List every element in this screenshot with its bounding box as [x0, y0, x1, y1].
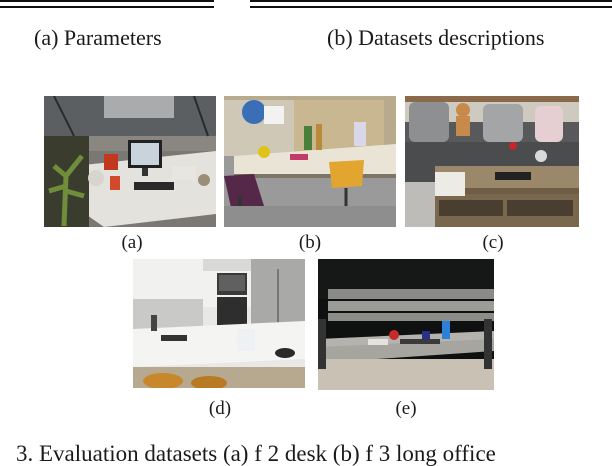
panel-d-label: (d)	[208, 398, 232, 419]
table-b-caption: (b) Datasets descriptions	[327, 25, 545, 50]
panel-d-photo	[133, 259, 305, 388]
table-b-bottom-rule-2	[250, 6, 612, 8]
panel-b-label: (b)	[298, 232, 322, 253]
panel-c-label: (c)	[482, 232, 504, 253]
panel-a-label: (a)	[121, 232, 143, 253]
panel-e-label: (e)	[395, 398, 417, 419]
figure-caption: 3. Evaluation datasets (a) f 2 desk (b) …	[16, 441, 496, 466]
table-a-caption: (a) Parameters	[34, 25, 162, 50]
table-b-bottom-rule	[250, 0, 612, 2]
table-a-bottom-rule-2	[0, 6, 214, 8]
table-a-bottom-rule	[0, 0, 214, 2]
panel-a-photo	[44, 96, 216, 227]
panel-b-photo	[224, 96, 396, 227]
panel-e-photo	[318, 259, 494, 390]
panel-c-photo	[405, 96, 579, 227]
